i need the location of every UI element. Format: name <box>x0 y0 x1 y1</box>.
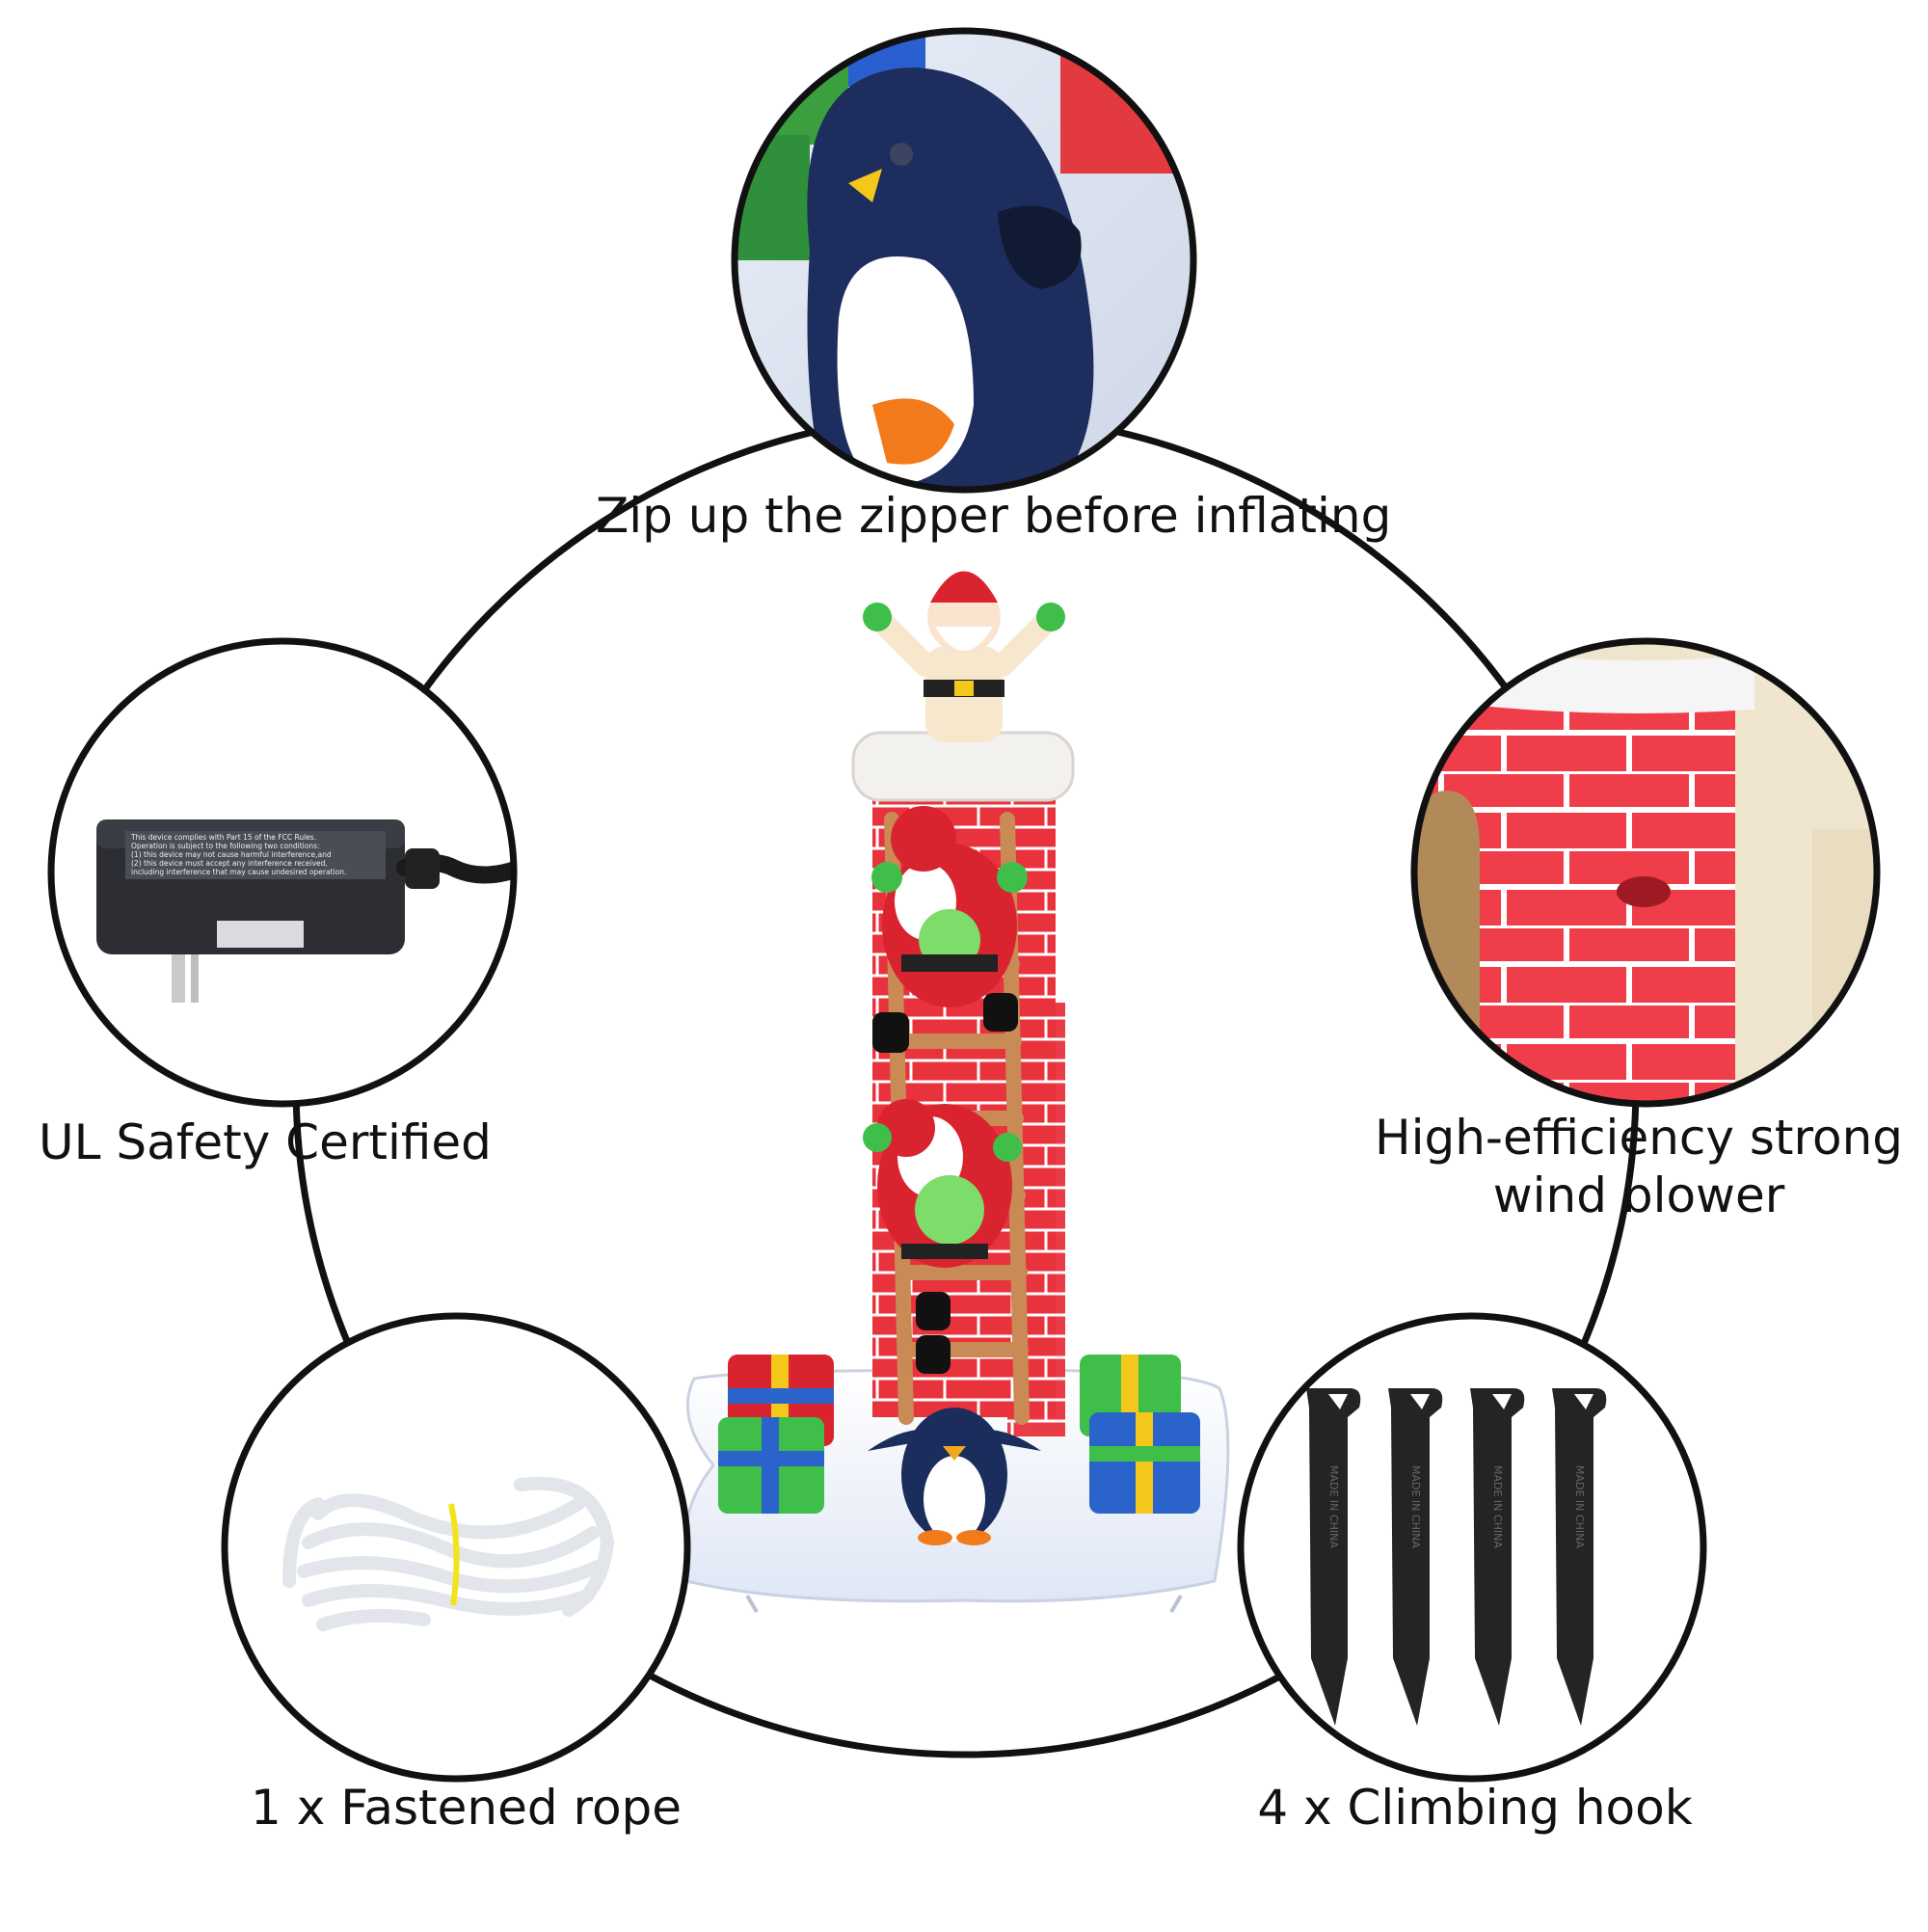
adapter-label-line: (2) this device must accept any interfer… <box>131 859 328 868</box>
gift-right-front <box>1089 1412 1200 1514</box>
penguin <box>868 1408 1041 1545</box>
inflatable-product <box>682 545 1230 1614</box>
adapter-label-panel <box>125 831 386 879</box>
ground-stake: MADE IN CHINA <box>1470 1388 1525 1726</box>
chimney-snow-cap <box>851 731 1075 802</box>
caption-zipper: Zip up the zipper before inflating <box>596 488 1392 544</box>
detail-power-adapter: This device complies with Part 15 of the… <box>47 637 518 1108</box>
detail-hooks: MADE IN CHINA MADE IN CHINA MADE IN CHIN… <box>1237 1312 1707 1783</box>
santa-climbing-upper <box>871 806 1028 1053</box>
santa-top <box>863 545 1065 742</box>
detail-rope <box>221 1312 691 1783</box>
adapter-label-line: including interference that may cause un… <box>131 868 346 876</box>
gift-left-front <box>718 1417 824 1514</box>
rope-tie <box>448 1503 460 1606</box>
caption-blower-line: wind blower <box>1492 1167 1785 1223</box>
caption-adapter: UL Safety Certified <box>39 1114 492 1170</box>
detail-zipper <box>731 27 1197 494</box>
adapter-fcc-label: This device complies with Part 15 of the… <box>130 833 346 876</box>
plug-prong <box>191 954 199 1003</box>
caption-hooks: 4 x Climbing hook <box>1257 1780 1693 1836</box>
plug-prong <box>172 954 185 1003</box>
blower-vent <box>1617 876 1671 907</box>
adapter-label-line: This device complies with Part 15 of the… <box>130 833 316 842</box>
caption-blower: High-efficiency strong wind blower <box>1369 1109 1909 1224</box>
caption-blower-line: High-efficiency strong <box>1375 1110 1903 1166</box>
hook-stamp: MADE IN CHINA <box>1327 1465 1340 1548</box>
ground-stake: MADE IN CHINA <box>1388 1388 1443 1726</box>
detail-blower <box>1410 637 1881 1108</box>
santa-climbing-lower <box>863 1099 1022 1374</box>
ground-stake: MADE IN CHINA <box>1306 1388 1361 1726</box>
adapter-label-line: Operation is subject to the following tw… <box>131 842 320 850</box>
hook-stamp: MADE IN CHINA <box>1409 1465 1422 1548</box>
ground-stake: MADE IN CHINA <box>1552 1388 1607 1726</box>
hook-stamp: MADE IN CHINA <box>1491 1465 1504 1548</box>
caption-rope: 1 x Fastened rope <box>251 1780 683 1836</box>
adapter-label-line: (1) this device may not cause harmful in… <box>131 850 332 859</box>
hook-stamp: MADE IN CHINA <box>1573 1465 1586 1548</box>
rope-coil <box>282 1476 615 1631</box>
